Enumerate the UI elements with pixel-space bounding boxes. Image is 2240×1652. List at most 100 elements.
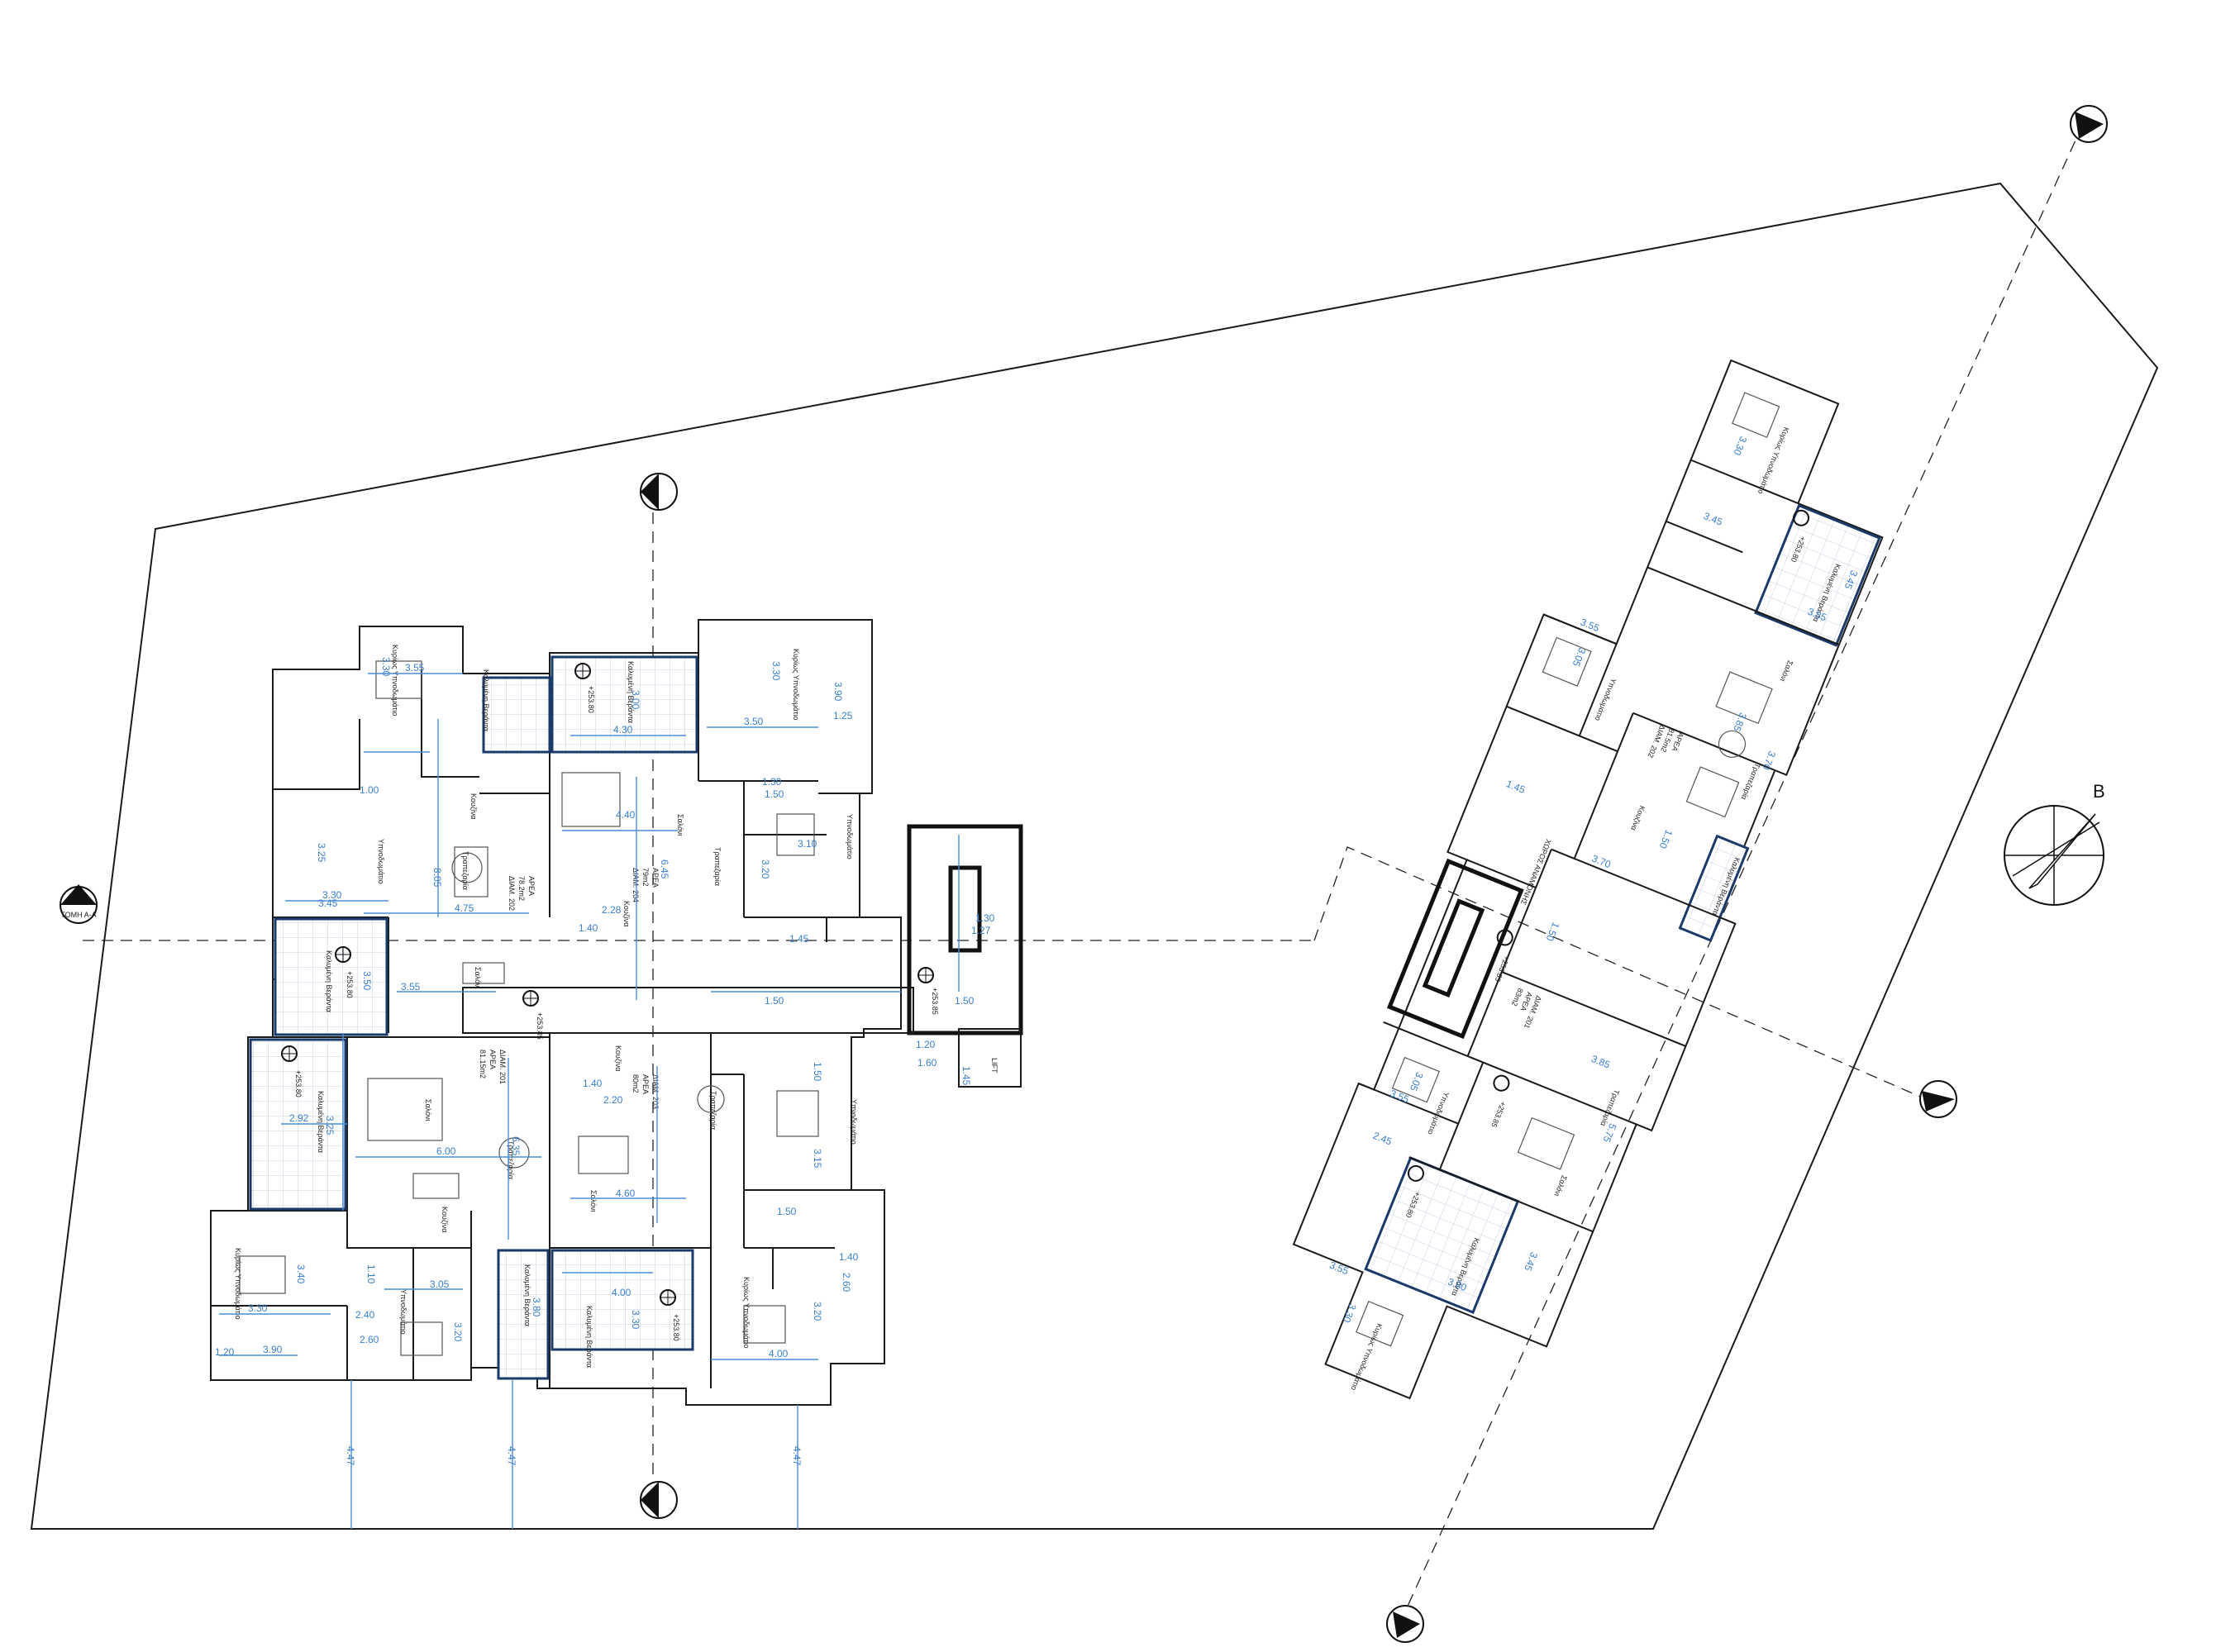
- svg-text:ΔΙΑΜ. 204: ΔΙΑΜ. 204: [631, 868, 640, 902]
- svg-text:3.30: 3.30: [1731, 435, 1749, 457]
- svg-text:3.25: 3.25: [324, 1116, 336, 1135]
- level-marker: +253.80: [281, 1045, 303, 1097]
- svg-text:1.50: 1.50: [955, 995, 975, 1007]
- svg-text:2.20: 2.20: [603, 1094, 623, 1106]
- unit-r201-label: ΔΙΑΜ. 201 ΑΡΕΑ 83m2: [1510, 987, 1543, 1030]
- room-kitchen-203: Κουζίνα: [614, 1045, 622, 1072]
- svg-text:+253.85: +253.85: [931, 988, 939, 1015]
- room-kitchen: Κουζίνα: [469, 793, 478, 820]
- left-building-outline: [210, 619, 902, 1406]
- unit-201-label: ΔΙΑΜ. 201 ΑΡΕΑ 81.15m2: [479, 1050, 507, 1084]
- svg-text:79m2: 79m2: [641, 868, 650, 887]
- level-marker: +253.80: [660, 1289, 680, 1341]
- room-dining: Τραπεζαρία: [461, 851, 469, 890]
- svg-text:ΑΡΕΑ: ΑΡΕΑ: [489, 1050, 497, 1069]
- svg-text:4.00: 4.00: [612, 1287, 631, 1298]
- svg-text:1.50: 1.50: [812, 1062, 823, 1082]
- stair-core-right: [1386, 858, 1524, 1040]
- level-marker: +253.80: [335, 946, 354, 998]
- corridor: [462, 987, 914, 1034]
- svg-text:3.30: 3.30: [248, 1302, 268, 1314]
- right-building-outline: [1292, 359, 1884, 1400]
- room-veranda-203: Καλυμένη Βεράντα: [585, 1306, 593, 1368]
- room-veranda-202-side: Καλυμένη Βεράντα: [325, 950, 333, 1012]
- svg-text:4.75: 4.75: [455, 902, 474, 914]
- room-dining-r201: Τραπεζαρία: [1599, 1088, 1621, 1127]
- section-marker-bottom: [640, 1481, 678, 1519]
- svg-text:+253.85: +253.85: [1489, 1100, 1508, 1128]
- svg-text:3.50: 3.50: [744, 716, 764, 727]
- svg-text:1.30: 1.30: [975, 912, 995, 924]
- room-living-204: Σαλόνι: [676, 814, 684, 836]
- room-master-203: Κυρίως Υπνοδωμάτιο: [742, 1277, 751, 1348]
- room-master-201: Κυρίως Υπνοδωμάτιο: [234, 1248, 242, 1319]
- svg-text:3.20: 3.20: [452, 1322, 464, 1342]
- room-veranda-201: Καλυμένη Βεράντα: [317, 1091, 325, 1153]
- svg-text:1.50: 1.50: [765, 788, 784, 800]
- svg-text:3.05: 3.05: [430, 1278, 450, 1290]
- room-living-r201: Σαλόνι: [1552, 1174, 1568, 1197]
- svg-text:3.70: 3.70: [1760, 750, 1778, 772]
- svg-text:ΑΡΕΑ: ΑΡΕΑ: [651, 868, 660, 888]
- svg-text:4.00: 4.00: [769, 1348, 789, 1359]
- dimension-lines-left: [219, 673, 960, 1529]
- svg-text:2.60: 2.60: [360, 1334, 379, 1345]
- room-dining-203: Τραπεζαρία: [709, 1091, 717, 1130]
- svg-text:3.30: 3.30: [770, 661, 782, 681]
- svg-text:80m2: 80m2: [631, 1074, 640, 1093]
- level-marker: +253.85: [917, 967, 939, 1015]
- compass-icon: Β: [2004, 781, 2105, 906]
- unit-203-label: ΔΙΑΜ. 203 ΑΡΕΑ 80m2: [631, 1074, 660, 1109]
- room-living: Σαλόνι: [474, 967, 482, 989]
- room-dining-201: Τραπεζαρία: [507, 1140, 515, 1179]
- svg-text:3.70: 3.70: [1590, 853, 1613, 871]
- room-lift: LIFT: [990, 1058, 998, 1074]
- room-living-201: Σαλόνι: [424, 1099, 432, 1121]
- veranda-202-side: [274, 917, 388, 1036]
- veranda-202-top: [482, 676, 551, 754]
- veranda-r-small: [1678, 834, 1750, 942]
- svg-text:3.90: 3.90: [832, 682, 844, 702]
- svg-text:6.00: 6.00: [436, 1145, 456, 1157]
- svg-text:3.00: 3.00: [630, 690, 641, 710]
- svg-text:3.55: 3.55: [401, 981, 421, 993]
- room-veranda-201-small: Καλυμένη Βεράντα: [523, 1264, 531, 1326]
- svg-text:+253.85: +253.85: [1494, 955, 1512, 983]
- svg-text:3.55: 3.55: [1328, 1259, 1351, 1278]
- furniture-right: [1356, 392, 1780, 1347]
- svg-text:2.45: 2.45: [1371, 1130, 1394, 1148]
- room-dining-204: Τραπεζαρία: [713, 847, 722, 886]
- svg-text:3.30: 3.30: [380, 657, 392, 677]
- room-dining-r202: Τραπεζαρία: [1740, 762, 1762, 801]
- svg-text:2.40: 2.40: [355, 1309, 375, 1321]
- room-bedroom-r202: Υπνοδωμάτιο: [1594, 677, 1618, 721]
- room-bedroom-204: Υπνοδωμάτιο: [846, 814, 854, 859]
- svg-text:4.47: 4.47: [506, 1446, 517, 1466]
- room-bedroom-201: Υπνοδωμάτιο: [399, 1289, 407, 1335]
- svg-text:8.05: 8.05: [431, 868, 443, 888]
- level-marker: +253.80: [574, 663, 595, 713]
- section-axis-jog: [1313, 846, 1927, 1100]
- section-marker-top: [640, 473, 678, 511]
- svg-text:ΑΡΕΑ: ΑΡΕΑ: [527, 876, 536, 896]
- svg-text:3.30: 3.30: [322, 889, 342, 901]
- svg-text:3.90: 3.90: [263, 1344, 283, 1355]
- svg-text:ΔΙΑΜ. 201: ΔΙΑΜ. 201: [498, 1050, 507, 1084]
- svg-text:+253.80: +253.80: [672, 1314, 680, 1341]
- veranda-r201: [1364, 1156, 1520, 1314]
- svg-text:3.80: 3.80: [531, 1297, 542, 1317]
- svg-text:3.25: 3.25: [316, 843, 327, 863]
- svg-text:3.55: 3.55: [405, 662, 425, 674]
- svg-text:+253.80: +253.80: [294, 1070, 303, 1097]
- svg-text:3.10: 3.10: [798, 838, 817, 850]
- svg-text:4.30: 4.30: [613, 724, 633, 736]
- svg-text:3.50: 3.50: [361, 971, 373, 991]
- svg-text:1.40: 1.40: [583, 1078, 603, 1089]
- partitions-right: [1358, 459, 1840, 1233]
- svg-text:3.45: 3.45: [1522, 1250, 1540, 1273]
- room-veranda-204: Καλυμένη Βεράντα: [627, 661, 635, 723]
- svg-text:1.45: 1.45: [1504, 778, 1527, 796]
- dimension-texts-left: 3.55 3.30 3.00 4.30 3.50 3.30 3.90 1.25 …: [215, 657, 995, 1466]
- svg-text:1.30: 1.30: [762, 776, 782, 788]
- svg-text:2.28: 2.28: [602, 904, 622, 916]
